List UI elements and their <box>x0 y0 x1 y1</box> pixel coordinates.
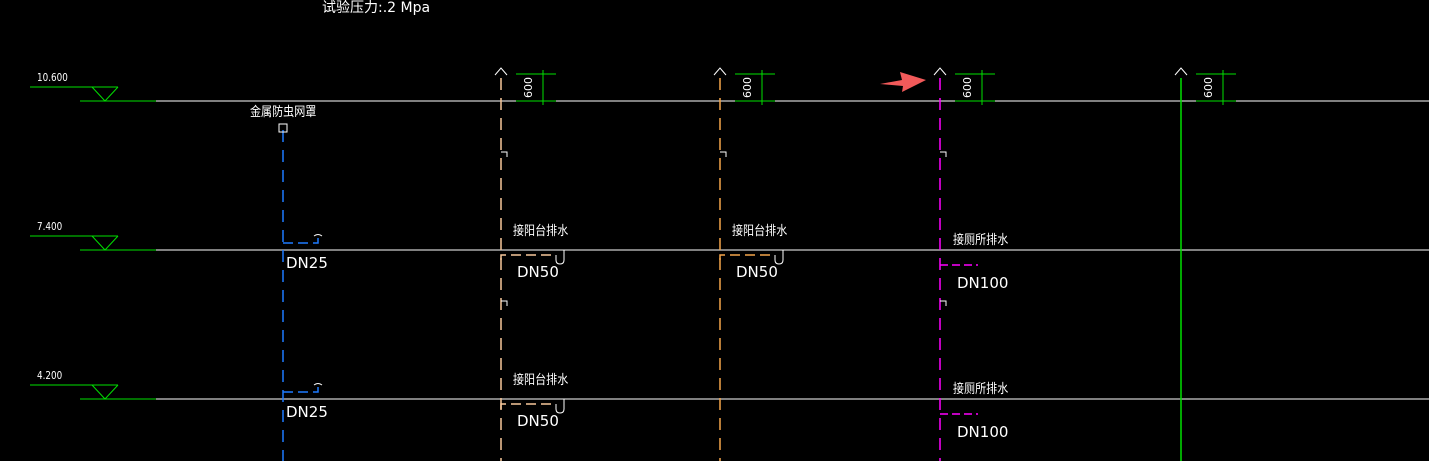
level-label: 4.200 <box>37 369 63 382</box>
trap-icon <box>555 399 565 414</box>
pointer-arrow-icon <box>880 72 926 92</box>
vent-cap-icon <box>933 67 947 76</box>
insect-screen-icon <box>278 123 288 133</box>
cleanout-icon <box>940 151 947 157</box>
vent-height-dimension: 600 <box>1202 77 1215 98</box>
vent-height-dimension: 600 <box>741 77 754 98</box>
pipe-size-label: DN25 <box>286 403 328 421</box>
branch-pipe <box>500 254 556 260</box>
pipe-size-label: DN100 <box>957 274 1009 292</box>
pipe-size-label: DN100 <box>957 423 1009 441</box>
insect-screen-label: 金属防虫网罩 <box>250 105 317 120</box>
drain-connection-label: 接阳台排水 <box>732 224 788 239</box>
pipe-size-label: DN50 <box>517 263 559 281</box>
pipe-size-label: DN50 <box>517 412 559 430</box>
level-triangle-icon <box>91 384 119 400</box>
cleanout-icon <box>940 300 947 306</box>
branch-pipe <box>500 403 556 409</box>
pipe-size-label: DN25 <box>286 254 328 272</box>
cleanout-icon <box>720 151 727 157</box>
faucet-icon <box>313 383 323 386</box>
level-triangle-icon <box>91 86 119 102</box>
branch-pipe <box>283 238 319 244</box>
vent-cap-icon <box>1174 67 1188 76</box>
header-note: 试验压力:.2 Mpa <box>322 0 431 16</box>
level-triangle-icon <box>91 235 119 251</box>
level-label: 7.400 <box>37 220 63 233</box>
trap-icon <box>555 250 565 265</box>
vent-height-dimension: 600 <box>522 77 535 98</box>
cleanout-icon <box>501 151 508 157</box>
vent-cap-icon <box>713 67 727 76</box>
branch-pipe <box>283 387 319 393</box>
drain-connection-label: 接阳台排水 <box>513 373 569 388</box>
drain-connection-label: 接厕所排水 <box>953 233 1009 248</box>
level-label: 10.600 <box>37 71 68 84</box>
vent-cap-icon <box>494 67 508 76</box>
drain-connection-label: 接厕所排水 <box>953 382 1009 397</box>
pipe-size-label: DN50 <box>736 263 778 281</box>
drain-connection-label: 接阳台排水 <box>513 224 569 239</box>
cleanout-icon <box>501 300 508 306</box>
vent-height-dimension: 600 <box>961 77 974 98</box>
faucet-icon <box>313 234 323 237</box>
branch-pipe <box>719 254 775 260</box>
trap-icon <box>774 250 784 265</box>
